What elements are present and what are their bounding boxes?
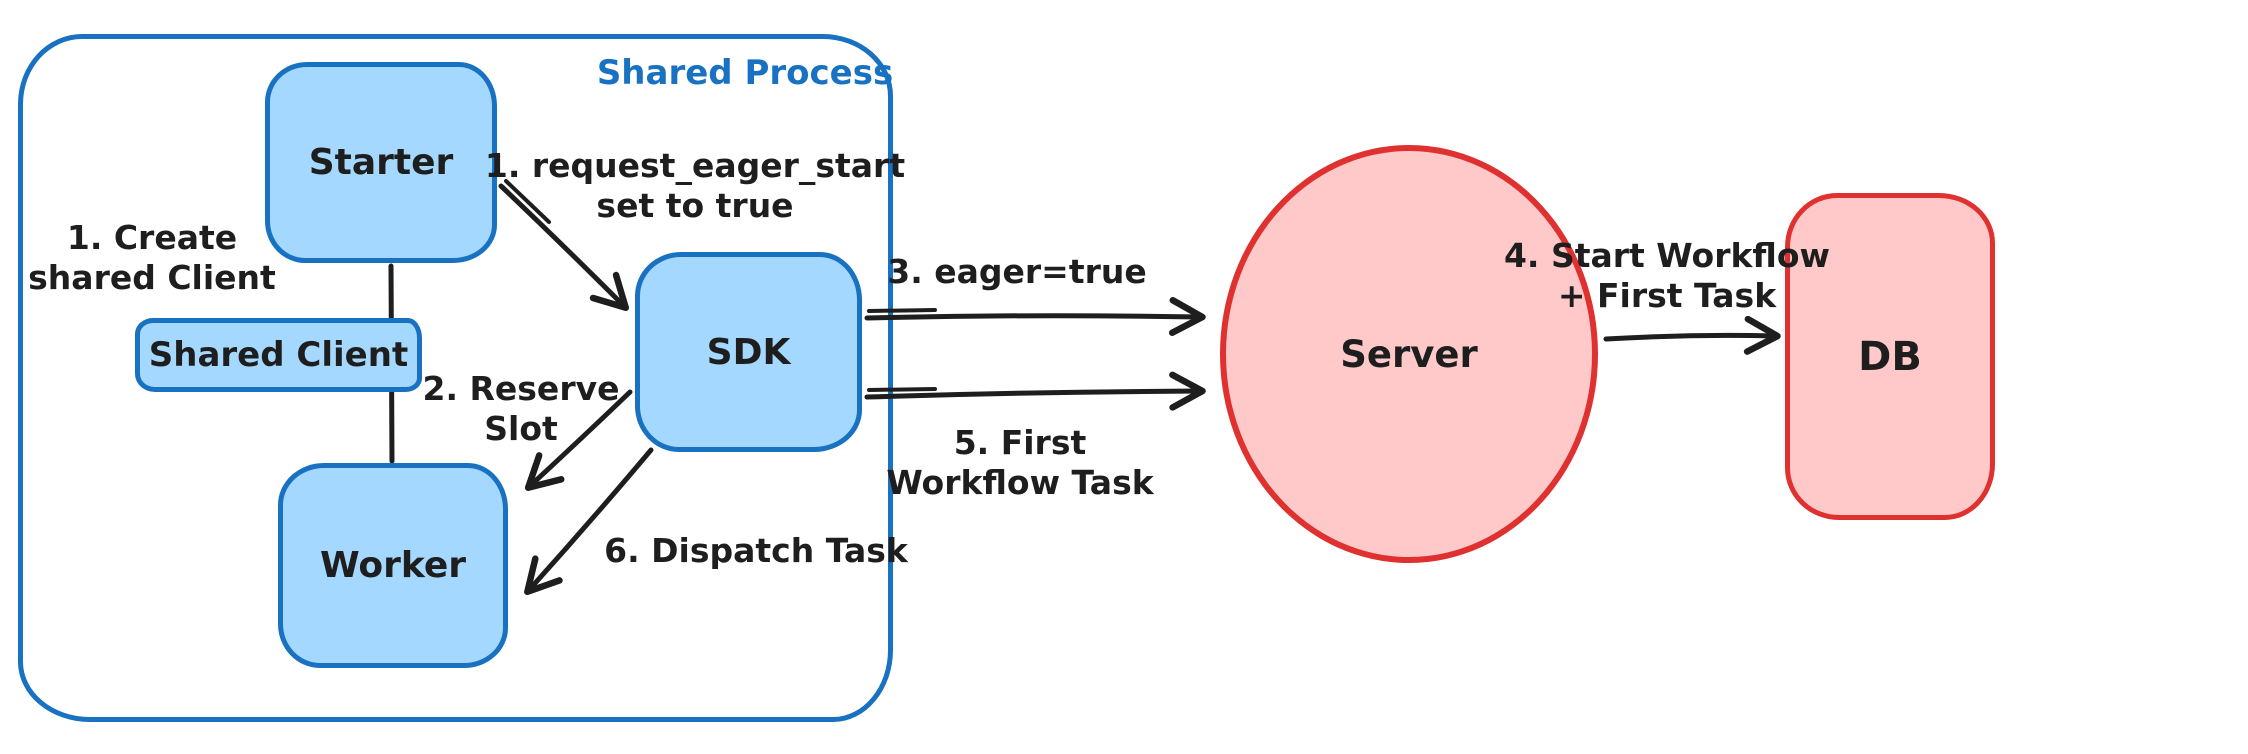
node-server: Server xyxy=(1220,145,1598,563)
annotation-eager-true-line1: 3. eager=true xyxy=(887,251,1147,291)
annotation-request-eager-start-line1: 1. request_eager_start xyxy=(484,145,906,185)
node-worker: Worker xyxy=(278,463,508,668)
node-starter-label: Starter xyxy=(308,142,454,183)
node-worker-label: Worker xyxy=(319,545,467,586)
annotation-reserve-slot-line2: Slot xyxy=(484,409,558,448)
arrow-start-workflow-first-task xyxy=(1603,315,1781,355)
annotation-request-eager-start-line2: set to true xyxy=(596,186,794,225)
annotation-create-shared-client-line2: shared Client xyxy=(28,258,276,297)
arrow-request-eager-start xyxy=(498,183,630,312)
shared-process-container xyxy=(18,34,893,722)
annotation-start-workflow-first-task-line1: 4. Start Workflow xyxy=(1503,235,1831,275)
arrow-first-workflow-task-overdraw xyxy=(867,387,937,392)
arrow-eager-true xyxy=(864,297,1206,337)
node-db-label: DB xyxy=(1858,333,1922,380)
shared-process-label: Shared Process xyxy=(596,53,894,93)
annotation-request-eager-start: 1. request_eager_start set to true xyxy=(485,146,905,227)
annotation-reserve-slot: 2. Reserve Slot xyxy=(423,369,620,450)
annotation-create-shared-client: 1. Create shared Client xyxy=(28,218,276,299)
node-sdk: SDK xyxy=(635,252,862,452)
node-starter: Starter xyxy=(265,62,497,263)
annotation-first-workflow-task: 5. First Workflow Task xyxy=(886,423,1153,504)
node-db: DB xyxy=(1785,193,1995,520)
arrow-dispatch-task xyxy=(524,447,654,596)
arrow-request-eager-start-overdraw xyxy=(504,179,551,224)
node-server-label: Server xyxy=(1340,332,1478,376)
node-shared-client-label: Shared Client xyxy=(148,335,409,375)
node-shared-client: Shared Client xyxy=(135,318,422,392)
annotation-reserve-slot-line1: 2. Reserve xyxy=(422,368,620,408)
annotation-dispatch-task-line1: 6. Dispatch Task xyxy=(604,530,908,570)
annotation-start-workflow-first-task: 4. Start Workflow + First Task xyxy=(1504,236,1830,317)
annotation-eager-true: 3. eager=true xyxy=(887,252,1147,292)
arrow-eager-true-overdraw xyxy=(867,308,937,313)
annotation-first-workflow-task-line2: Workflow Task xyxy=(886,463,1154,502)
annotation-dispatch-task: 6. Dispatch Task xyxy=(604,531,908,571)
arrow-first-workflow-task xyxy=(864,371,1206,411)
node-sdk-label: SDK xyxy=(706,331,791,373)
annotation-create-shared-client-line1: 1. Create xyxy=(66,217,238,257)
arrow-reserve-slot xyxy=(524,389,633,491)
annotation-start-workflow-first-task-line2: + First Task xyxy=(1557,276,1777,315)
annotation-first-workflow-task-line1: 5. First xyxy=(953,422,1087,462)
